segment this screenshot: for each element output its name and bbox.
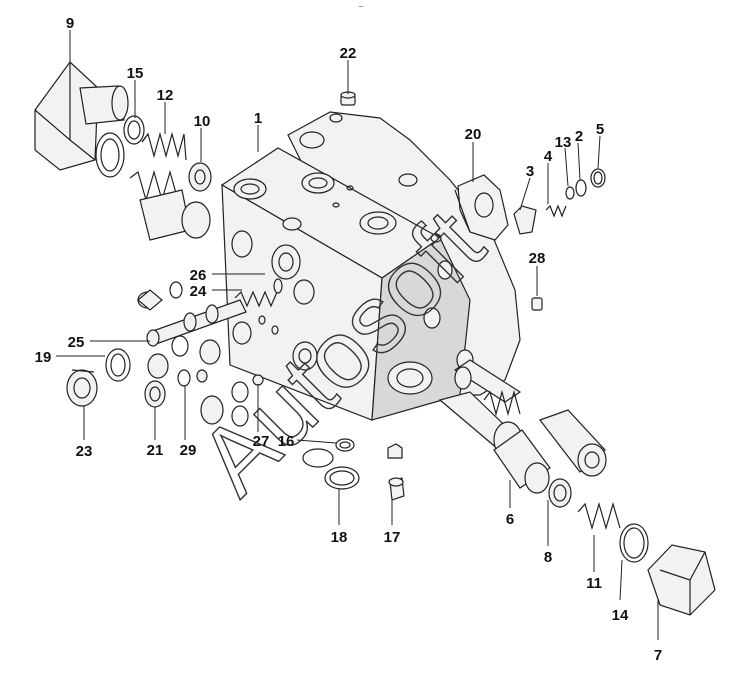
o-ring-15 (123, 115, 145, 145)
o-ring-18 (302, 448, 360, 490)
o-ring-14 (619, 523, 649, 563)
callout-19: 19 (35, 349, 52, 366)
top-mark: ~ (358, 2, 364, 13)
relief-valve-plug-9 (34, 61, 129, 171)
o-ring-13 (565, 186, 575, 200)
o-ring-5 (590, 168, 606, 188)
callout-18: 18 (331, 529, 348, 546)
spring-26-24 (234, 278, 283, 308)
callout-8: 8 (544, 549, 552, 566)
o-ring-16 (335, 438, 355, 452)
callout-4: 4 (544, 148, 553, 165)
callout-6: 6 (506, 511, 514, 528)
callout-2: 2 (575, 128, 583, 145)
seal-8 (548, 478, 572, 508)
callout-27: 27 (253, 433, 270, 450)
spring-11 (577, 501, 621, 531)
callout-11: 11 (586, 575, 602, 592)
spring-12 (141, 131, 187, 161)
callout-26: 26 (190, 267, 207, 284)
callout-5: 5 (596, 121, 604, 138)
elbow-fitting-3 (513, 205, 537, 235)
small-plug-left (137, 281, 183, 311)
callout-10: 10 (194, 113, 211, 130)
callout-1: 1 (254, 110, 262, 127)
bracket-20 (454, 174, 509, 241)
callout-22: 22 (340, 45, 357, 62)
plug-23 (66, 369, 98, 407)
pin-28 (531, 297, 543, 311)
hex-plug-7 (647, 544, 716, 616)
seal-ring-10 (188, 162, 212, 192)
callout-25: 25 (68, 334, 85, 351)
callout-21: 21 (147, 442, 164, 459)
callout-17: 17 (384, 529, 401, 546)
small-spring-4 (545, 204, 567, 218)
o-ring-19 (105, 348, 131, 382)
callout-16: 16 (278, 433, 295, 450)
callout-23: 23 (76, 443, 93, 460)
plug-21 (144, 380, 166, 408)
callout-12: 12 (157, 87, 174, 104)
plug-22 (340, 91, 356, 106)
callout-7: 7 (654, 647, 662, 664)
spool-25 (146, 299, 247, 347)
callout-24: 24 (190, 283, 207, 300)
callout-9: 9 (66, 15, 74, 32)
callout-15: 15 (127, 65, 144, 82)
left-valve-cartridge (95, 132, 211, 241)
valve-spool-6 (438, 359, 607, 494)
valve-body (220, 111, 521, 421)
callout-29: 29 (180, 442, 197, 459)
callout-20: 20 (465, 126, 482, 143)
callout-28: 28 (529, 250, 546, 267)
callout-13: 13 (555, 134, 572, 151)
fitting-17 (387, 443, 405, 501)
o-ring-2 (575, 179, 587, 197)
callout-labels: 9 15 12 10 22 1 20 3 4 13 2 5 28 26 24 2… (35, 15, 663, 664)
leader-lines (56, 30, 659, 640)
o-ring-29 (177, 369, 208, 387)
callout-3: 3 (526, 163, 534, 180)
callout-14: 14 (612, 607, 629, 624)
